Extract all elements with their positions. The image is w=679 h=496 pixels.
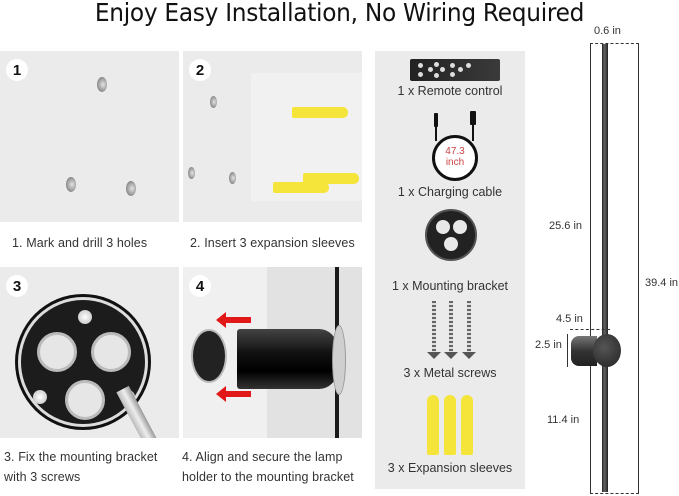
charging-cable-icon: 47.3 inch [432, 135, 478, 181]
metal-screw-icon [427, 301, 441, 359]
lower-length-label: 11.4 in [547, 414, 580, 426]
metal-screw-icon [462, 301, 476, 359]
dim-line [590, 43, 639, 44]
dim-line [590, 43, 591, 493]
dim-line [590, 493, 639, 494]
step-3-caption: 3. Fix the mounting bracket with 3 screw… [4, 447, 157, 487]
arrow-left-icon [216, 386, 251, 402]
micro-usb-plug-icon [434, 113, 438, 127]
caption-line: holder to the mounting bracket [182, 470, 354, 484]
cable-wire [435, 125, 437, 141]
step-number-badge: 4 [189, 275, 211, 297]
bracket-hole [91, 332, 131, 372]
step-1-image: 1 [0, 51, 179, 222]
metal-screw-icon [444, 301, 458, 359]
accessory-label: 1 x Remote control [397, 84, 503, 98]
drill-hole [210, 96, 217, 108]
remote-control-icon [410, 59, 500, 81]
holder-disc [332, 325, 346, 395]
expansion-sleeve-icon [427, 395, 439, 455]
step-4-image: 4 [183, 267, 362, 438]
drill-hole [126, 181, 136, 196]
page-title: Enjoy Easy Installation, No Wiring Requi… [94, 0, 585, 27]
screw-head-icon [78, 310, 92, 324]
accessory-label: 1 x Charging cable [397, 185, 503, 199]
arrow-left-icon [216, 312, 251, 328]
drill-hole [229, 172, 236, 184]
step-number-badge: 2 [189, 59, 211, 81]
drill-hole [97, 77, 107, 92]
head-length-label: 4.5 in [556, 313, 583, 325]
accessory-label: 3 x Metal screws [403, 366, 497, 380]
expansion-sleeve-icon [444, 395, 456, 455]
screw-head-icon [33, 390, 47, 404]
bracket-hole [65, 380, 105, 420]
total-length-label: 39.4 in [645, 277, 679, 289]
step-1-caption: 1. Mark and drill 3 holes [12, 236, 148, 250]
expansion-sleeve-icon [303, 173, 359, 184]
step-3-image: 3 [0, 267, 179, 438]
caption-line: 3. Fix the mounting bracket [4, 450, 158, 464]
head-height-label: 2.5 in [535, 339, 562, 351]
dim-line [570, 329, 610, 330]
lamp-head-icon [571, 336, 597, 366]
mounting-bracket-icon [425, 209, 477, 261]
bracket-hole [37, 332, 77, 372]
lamp-head-cap-icon [593, 334, 621, 367]
upper-length-label: 25.6 in [549, 220, 583, 232]
mounting-bracket [191, 329, 227, 383]
accessory-label: 1 x Mounting bracket [391, 279, 509, 293]
rod-width-label: 0.6 in [594, 25, 621, 37]
drill-hole [66, 177, 76, 192]
cable-wire [472, 125, 474, 141]
expansion-sleeve-icon [292, 107, 348, 118]
accessory-label: 3 x Expansion sleeves [387, 461, 513, 475]
step-4-caption: 4. Align and secure the lamp holder to t… [182, 447, 354, 487]
step-number-badge: 1 [6, 59, 28, 81]
cable-length: 47.3 inch [445, 146, 465, 168]
expansion-sleeve-icon [273, 182, 329, 193]
caption-line: with 3 screws [4, 470, 81, 484]
dim-line [567, 334, 568, 367]
lamp-holder [237, 329, 337, 389]
step-number-badge: 3 [6, 275, 28, 297]
expansion-sleeve-icon [461, 395, 473, 455]
caption-line: 4. Align and secure the lamp [182, 450, 343, 464]
accessories-panel: 1 x Remote control 47.3 inch 1 x Chargin… [375, 51, 525, 489]
lamp-rod-icon [602, 44, 608, 492]
drill-hole [188, 167, 195, 179]
step-2-image: 2 [183, 51, 362, 222]
usb-plug-icon [470, 111, 476, 125]
dim-line [638, 43, 639, 493]
step-2-caption: 2. Insert 3 expansion sleeves [190, 236, 355, 250]
